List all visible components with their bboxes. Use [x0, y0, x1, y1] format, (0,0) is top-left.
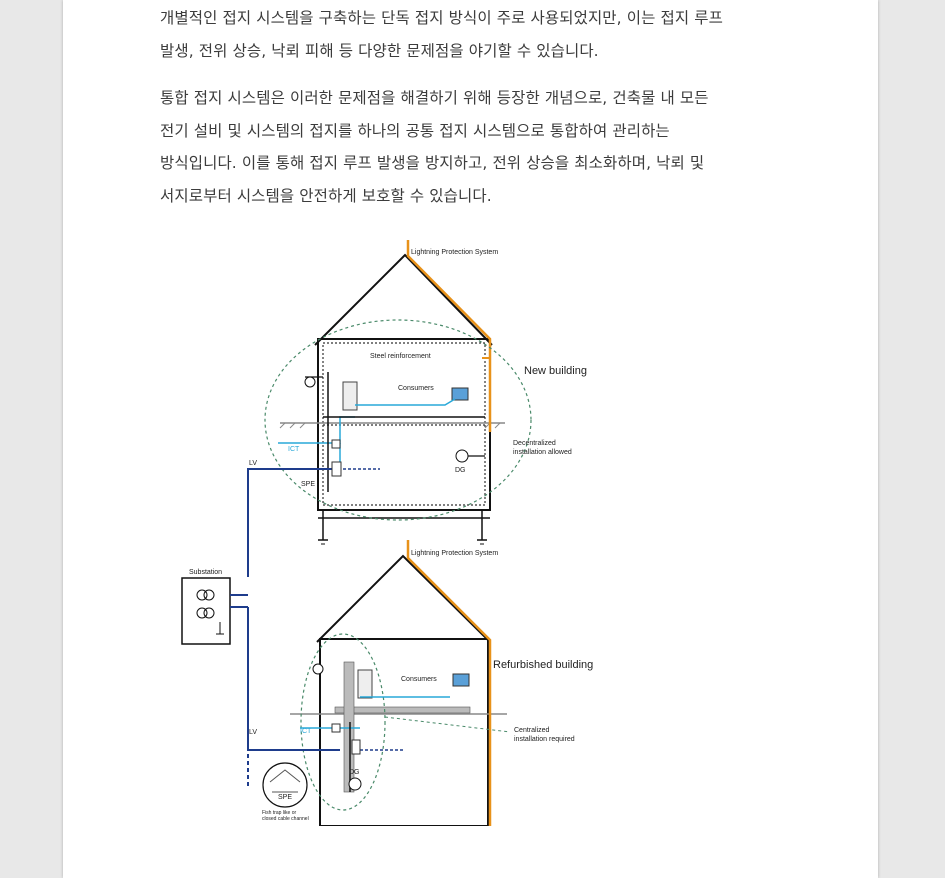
laptop-icon — [451, 387, 469, 401]
dg-label-bottom: DG — [349, 769, 360, 776]
lv-label-top: LV — [249, 460, 257, 467]
paragraph-line: 발생, 전위 상승, 낙뢰 피해 등 다양한 문제점을 야기할 수 있습니다. — [160, 41, 599, 60]
laptop-icon — [452, 673, 470, 687]
consumers-label-top: Consumers — [398, 385, 434, 392]
ict-label-bottom: ICT — [300, 728, 312, 735]
refurbished-building — [247, 540, 511, 826]
spe-label-top: SPE — [301, 481, 315, 488]
lps-label-bottom: Lightning Protection System — [411, 550, 498, 557]
lv-cable — [247, 468, 335, 577]
grounding-diagram-image: Lightning Protection System Steel reinfo… — [160, 222, 610, 826]
generator-icon — [455, 449, 469, 463]
generator-icon — [348, 777, 362, 791]
zone-boundary — [300, 633, 386, 811]
steel-label: Steel reinforcement — [370, 353, 431, 360]
fish-trap-label-1: Fish trap like or — [262, 810, 297, 816]
substation-label: Substation — [189, 569, 222, 576]
lps-label-top: Lightning Protection System — [411, 249, 498, 256]
cable-channel — [343, 661, 355, 793]
grounding-diagram: Lightning Protection System Steel reinfo… — [181, 240, 593, 826]
paragraph-line: 방식입니다. 이를 통해 접지 루프 발생을 방지하고, 전위 상승을 최소화하… — [160, 154, 705, 172]
dg-label-top: DG — [455, 467, 466, 474]
lps-conductor — [406, 240, 492, 432]
fish-trap-label-2: closed cable channel — [262, 816, 309, 822]
fish-trap-inset — [262, 762, 308, 808]
paragraph-line: 개별적인 접지 시스템을 구축하는 단독 접지 방식이 주로 사용되었지만, 이… — [160, 9, 723, 27]
decentral-label-1: Decentralized — [513, 440, 556, 447]
paragraph-line: 전기 설비 및 시스템의 접지를 하나의 공통 접지 시스템으로 통합하여 관리… — [160, 121, 670, 140]
consumers-label-bottom: Consumers — [401, 676, 437, 683]
new-building — [247, 240, 532, 577]
paragraph-line: 통합 접지 시스템은 이러한 문제점을 해결하기 위해 등장한 개념으로, 건축… — [160, 89, 709, 107]
zone-boundary — [264, 319, 532, 521]
central-label-1: Centralized — [514, 727, 550, 734]
refurbished-label: Refurbished building — [493, 659, 593, 671]
central-label-2: installation required — [514, 736, 575, 743]
lv-cable — [247, 607, 340, 751]
document-page: 개별적인 접지 시스템을 구축하는 단독 접지 방식이 주로 사용되었지만, 이… — [63, 0, 878, 878]
consumer-cabinet-icon — [357, 669, 373, 699]
paragraph-1: 개별적인 접지 시스템을 구축하는 단독 접지 방식이 주로 사용되었지만, 이… — [160, 2, 800, 67]
lv-label-bottom: LV — [249, 729, 257, 736]
ict-label-top: ICT — [288, 446, 300, 453]
substation — [181, 577, 248, 645]
decentral-label-2: installation allowed — [513, 449, 572, 456]
lps-conductor — [406, 540, 492, 826]
consumer-cabinet-icon — [342, 381, 358, 411]
new-building-label: New building — [524, 365, 587, 377]
paragraph-line: 서지로부터 시스템을 안전하게 보호할 수 있습니다. — [160, 186, 492, 205]
spe-label-bottom: SPE — [278, 794, 292, 801]
paragraph-2: 통합 접지 시스템은 이러한 문제점을 해결하기 위해 등장한 개념으로, 건축… — [160, 82, 800, 212]
